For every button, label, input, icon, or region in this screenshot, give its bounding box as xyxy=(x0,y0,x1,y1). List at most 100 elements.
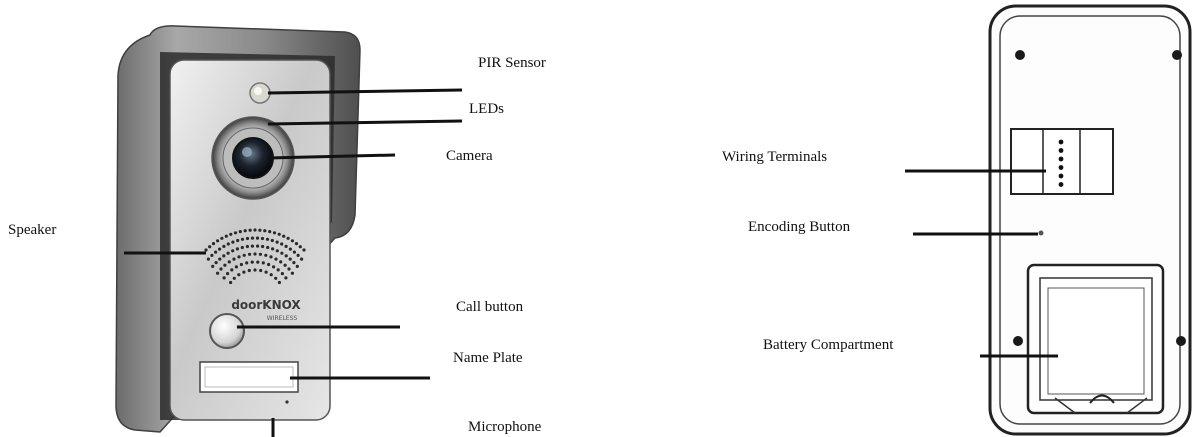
faceplate-subline: WIRELESS xyxy=(267,315,298,322)
grille-hole xyxy=(204,248,208,252)
grille-hole xyxy=(258,252,262,256)
grille-hole xyxy=(248,252,252,256)
grille-hole xyxy=(288,247,292,251)
grille-hole xyxy=(210,253,214,257)
faceplate-brand: doorKNOX xyxy=(231,298,301,312)
grille-hole xyxy=(296,253,300,257)
grille-hole xyxy=(258,228,262,232)
grille-hole xyxy=(247,268,251,273)
terminal-screw xyxy=(1058,165,1064,170)
grille-hole xyxy=(236,238,240,243)
grille-hole xyxy=(265,237,270,241)
grille-hole xyxy=(250,236,255,240)
grille-hole xyxy=(239,262,243,267)
grille-hole xyxy=(269,255,273,259)
grille-hole xyxy=(269,273,273,277)
grille-hole xyxy=(240,237,245,241)
label-encoding-button: Encoding Button xyxy=(748,219,851,235)
grille-hole xyxy=(302,248,306,252)
grille-hole xyxy=(230,268,234,272)
grille-hole xyxy=(232,276,236,280)
grille-hole xyxy=(227,260,231,264)
grille-hole xyxy=(242,253,246,257)
front-unit: doorKNOX WIRELESS xyxy=(115,25,361,437)
grille-hole xyxy=(222,254,226,258)
grille-hole xyxy=(226,251,230,255)
grille-hole xyxy=(292,250,296,254)
grille-hole xyxy=(284,254,288,258)
grille-hole xyxy=(218,257,222,261)
grille-hole xyxy=(242,270,246,274)
grille-hole xyxy=(275,240,279,244)
mounting-hole xyxy=(1013,336,1023,346)
terminal-screw xyxy=(1058,156,1064,162)
grille-hole xyxy=(237,273,241,277)
grille-hole xyxy=(253,252,257,256)
grille-hole xyxy=(279,260,283,264)
grille-hole xyxy=(274,276,278,280)
label-camera: Camera xyxy=(446,148,493,164)
grille-hole xyxy=(245,261,249,265)
grille-hole xyxy=(270,238,274,243)
label-call-button: Call button xyxy=(456,299,524,315)
grille-hole xyxy=(214,261,218,265)
grille-hole xyxy=(229,280,233,285)
grille-hole xyxy=(237,255,241,259)
mounting-hole xyxy=(1176,336,1186,346)
grille-hole xyxy=(272,231,277,235)
leader-leds xyxy=(267,119,463,126)
grille-hole xyxy=(255,236,260,240)
grille-hole xyxy=(234,265,238,269)
label-leds: LEDs xyxy=(469,101,504,117)
label-battery-compartment: Battery Compartment xyxy=(763,337,894,353)
grille-hole xyxy=(226,242,230,246)
grille-hole xyxy=(231,240,235,244)
grille-hole xyxy=(231,249,235,253)
grille-hole xyxy=(226,272,230,276)
grille-hole xyxy=(284,276,288,280)
grille-hole xyxy=(290,271,294,275)
mounting-hole xyxy=(1172,50,1182,60)
battery-compartment xyxy=(1026,263,1165,415)
grille-hole xyxy=(245,244,249,249)
leader-camera xyxy=(267,153,396,160)
grille-hole xyxy=(256,260,260,264)
grille-hole xyxy=(261,244,265,249)
grille-hole xyxy=(206,257,210,261)
grille-hole xyxy=(208,245,212,249)
grille-hole xyxy=(211,264,215,268)
grille-hole xyxy=(280,242,284,246)
grille-hole xyxy=(214,250,218,254)
grille-hole xyxy=(292,261,296,265)
grille-hole xyxy=(284,244,288,248)
grille-hole xyxy=(229,232,233,236)
grille-hole xyxy=(300,257,304,261)
grille-hole xyxy=(271,247,275,251)
label-speaker: Speaker xyxy=(8,222,56,238)
grille-hole xyxy=(294,242,299,246)
grille-hole xyxy=(253,228,257,232)
grille-hole xyxy=(216,239,220,243)
microphone-hole xyxy=(285,400,289,404)
grille-hole xyxy=(253,268,257,272)
grille-hole xyxy=(290,239,294,243)
grille-hole xyxy=(282,234,286,238)
grille-hole xyxy=(274,257,278,261)
grille-hole xyxy=(238,230,242,234)
grille-hole xyxy=(256,244,260,248)
grille-hole xyxy=(280,251,284,255)
grille-hole xyxy=(232,257,236,261)
label-name-plate: Name Plate xyxy=(453,350,523,366)
camera-lens xyxy=(232,137,274,179)
grille-hole xyxy=(298,245,302,249)
grille-hole xyxy=(222,276,226,280)
terminal-screws xyxy=(1058,139,1064,187)
grille-hole xyxy=(261,261,265,265)
back-unit xyxy=(988,4,1192,436)
grille-hole xyxy=(250,260,254,264)
grille-hole xyxy=(250,244,254,248)
grille-hole xyxy=(245,236,250,241)
label-wiring-terminals: Wiring Terminals xyxy=(722,149,827,165)
grille-hole xyxy=(260,236,265,241)
